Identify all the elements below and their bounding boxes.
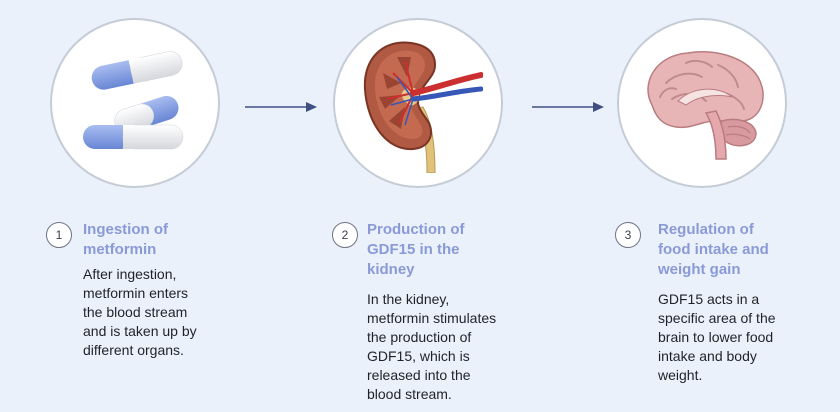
step-number-badge: 3 <box>615 222 641 248</box>
step-title: Regulation of food intake and weight gai… <box>658 220 808 280</box>
title-line: food intake and <box>658 241 769 258</box>
step-ingestion: 1 Ingestion of metformin After ingestion… <box>0 0 280 412</box>
desc-line: different organs. <box>83 342 184 358</box>
title-line: Regulation of <box>658 221 754 238</box>
desc-line: After ingestion, <box>83 266 177 282</box>
desc-line: intake and body <box>658 348 757 364</box>
step-number: 1 <box>55 228 63 242</box>
desc-line: released into the <box>367 367 471 383</box>
desc-line: specific area of the <box>658 310 776 326</box>
step-2-image-circle <box>333 18 503 188</box>
step-title: Ingestion of metformin <box>83 220 233 260</box>
title-line: Ingestion of <box>83 221 168 238</box>
desc-line: metformin stimulates <box>367 310 497 326</box>
arrow-right-icon <box>245 102 317 112</box>
step-number-badge: 1 <box>46 222 72 248</box>
pill-capsules-icon <box>83 51 184 150</box>
brain-icon <box>647 51 764 160</box>
title-line: metformin <box>83 241 157 258</box>
desc-line: weight. <box>658 367 703 383</box>
desc-line: metformin enters <box>83 285 189 301</box>
kidney-icon <box>363 41 483 173</box>
desc-line: In the kidney, <box>367 291 450 307</box>
title-line: kidney <box>367 261 415 278</box>
step-description: In the kidney, metformin stimulates the … <box>367 290 527 404</box>
title-line: GDF15 in the <box>367 241 460 258</box>
step-title: Production of GDF15 in the kidney <box>367 220 517 280</box>
step-3-image-circle <box>617 18 787 188</box>
desc-line: the blood stream <box>83 304 188 320</box>
step-number: 2 <box>341 228 349 242</box>
step-production: 2 Production of GDF15 in the kidney In t… <box>280 0 560 412</box>
step-1-image-circle <box>50 18 220 188</box>
desc-line: brain to lower food <box>658 329 774 345</box>
desc-line: and is taken up by <box>83 323 197 339</box>
desc-line: blood stream. <box>367 386 452 402</box>
desc-line: the production of <box>367 329 472 345</box>
step-number: 3 <box>624 228 632 242</box>
step-description: GDF15 acts in a specific area of the bra… <box>658 290 818 385</box>
step-description: After ingestion, metformin enters the bl… <box>83 265 243 360</box>
desc-line: GDF15, which is <box>367 348 470 364</box>
arrow-right-icon <box>532 102 604 112</box>
desc-line: GDF15 acts in a <box>658 291 760 307</box>
title-line: weight gain <box>658 261 741 278</box>
step-number-badge: 2 <box>332 222 358 248</box>
step-regulation: 3 Regulation of food intake and weight g… <box>560 0 840 412</box>
title-line: Production of <box>367 221 465 238</box>
